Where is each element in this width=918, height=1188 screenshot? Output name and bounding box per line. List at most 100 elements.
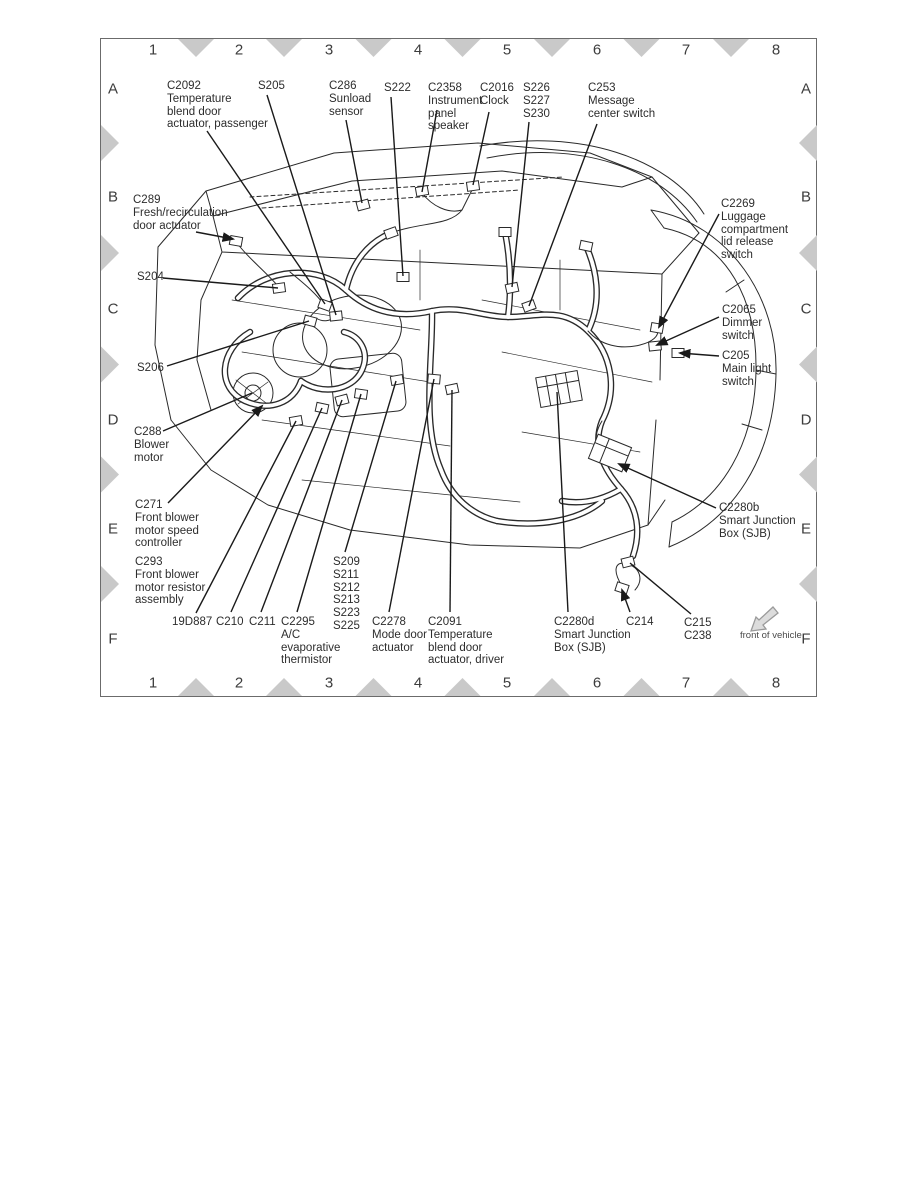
leader-c215 (629, 562, 692, 615)
callout-c2269-line: switch (721, 249, 753, 262)
callout-c2295-line: C2295 (281, 616, 315, 628)
callout-s205-line: S205 (258, 80, 285, 92)
callout-s222-line: S222 (384, 82, 411, 94)
leader-c2280d (556, 391, 569, 613)
callout-c253-line: C253 (588, 82, 616, 94)
grid-row-D-left: D (107, 411, 119, 429)
grid-row-A-right: A (800, 80, 812, 98)
callout-s226-line: S230 (523, 107, 550, 120)
grid-column-1-bottom: 1 (148, 674, 158, 692)
grid-column-5-top: 5 (502, 41, 512, 59)
grid-row-B-right: B (800, 188, 812, 206)
callout-c214: C214 (626, 616, 654, 629)
callout-c2092-line: C2092 (167, 80, 201, 92)
callout-c2358-line: speaker (428, 120, 469, 133)
grid-row-B-left: B (107, 188, 119, 206)
leader-c2280b (617, 463, 717, 509)
leader-c2358 (421, 109, 438, 193)
leader-c2016 (472, 111, 490, 186)
callout-c2295-line: evaporative (281, 641, 341, 654)
callout-l19d887-line: 19D887 (172, 616, 213, 628)
leader-c271 (167, 404, 264, 504)
callout-s206-line: S206 (137, 362, 164, 374)
leader-s209 (344, 380, 397, 553)
callout-c2278-line: Mode door (372, 628, 427, 641)
callout-s206: S206 (137, 362, 164, 375)
grid-row-E-left: E (107, 520, 119, 538)
leader-c2065 (655, 316, 720, 346)
callout-c293-line: C293 (135, 556, 163, 568)
callout-c2269-line: lid release (721, 236, 774, 249)
callout-c2016-line: Clock (480, 94, 509, 107)
callout-c2280b-line: Box (SJB) (719, 527, 771, 540)
leader-c2269 (658, 213, 720, 329)
grid-column-4-bottom: 4 (413, 674, 423, 692)
grid-column-6-top: 6 (592, 41, 602, 59)
callout-c215-line: C238 (684, 629, 712, 642)
leader-s222 (390, 96, 404, 277)
callout-c2269-line: compartment (721, 223, 789, 236)
callout-l19d887: 19D887 (172, 616, 212, 629)
callout-c271-line: C271 (135, 499, 163, 511)
callout-c293-line: assembly (135, 594, 184, 607)
callout-c2358-line: panel (428, 107, 457, 120)
callout-c2280b-line: Smart Junction (719, 514, 796, 527)
front-of-vehicle-label: front of vehicle (740, 630, 802, 641)
callout-c2091-line: Temperature (428, 628, 493, 641)
leader-s204 (162, 277, 279, 289)
callout-c2295-line: thermistor (281, 654, 333, 667)
callout-c288-line: C288 (134, 426, 162, 438)
callout-c2280d-line: C2280d (554, 616, 595, 628)
leader-c286 (345, 119, 363, 204)
leader-c211 (260, 399, 343, 613)
callout-s204-line: S204 (137, 271, 164, 283)
callout-c2269-line: Luggage (721, 210, 766, 223)
grid-tick-markers (101, 39, 817, 696)
callout-c2065-line: C2065 (722, 304, 756, 316)
grid-column-7-top: 7 (681, 41, 691, 59)
callout-c2280d-line: Smart Junction (554, 628, 631, 641)
leader-s226 (511, 121, 530, 288)
grid-row-A-left: A (107, 80, 119, 98)
leader-c253 (528, 123, 598, 307)
callout-s204: S204 (137, 271, 164, 284)
front-of-vehicle-arrow (750, 606, 779, 632)
leader-c288 (162, 392, 253, 432)
callout-c293-line: Front blower (135, 568, 199, 581)
callout-c2295-line: A/C (281, 628, 301, 641)
grid-column-8-top: 8 (771, 41, 781, 59)
callout-c271-line: Front blower (135, 511, 199, 524)
callout-c2358-line: Instrument (428, 94, 483, 107)
callout-c2065-line: Dimmer (722, 316, 763, 329)
callout-c288-line: motor (134, 451, 164, 464)
callout-s226-line: S227 (523, 94, 550, 107)
callout-c2091-line: actuator, driver (428, 654, 505, 667)
callout-s209-line: S225 (333, 619, 360, 632)
callout-c2092-line: actuator, passenger (167, 118, 269, 131)
grid-column-8-bottom: 8 (771, 674, 781, 692)
callout-s205: S205 (258, 80, 285, 93)
callout-s209-line: S211 (333, 568, 360, 581)
callout-s209-line: S209 (333, 556, 360, 568)
callout-c271-line: motor speed (135, 524, 199, 537)
callout-c293-line: motor resistor (135, 581, 206, 594)
grid-column-2-top: 2 (234, 41, 244, 59)
callout-c253-line: Message (588, 94, 635, 107)
callout-c2280d-line: Box (SJB) (554, 641, 606, 654)
